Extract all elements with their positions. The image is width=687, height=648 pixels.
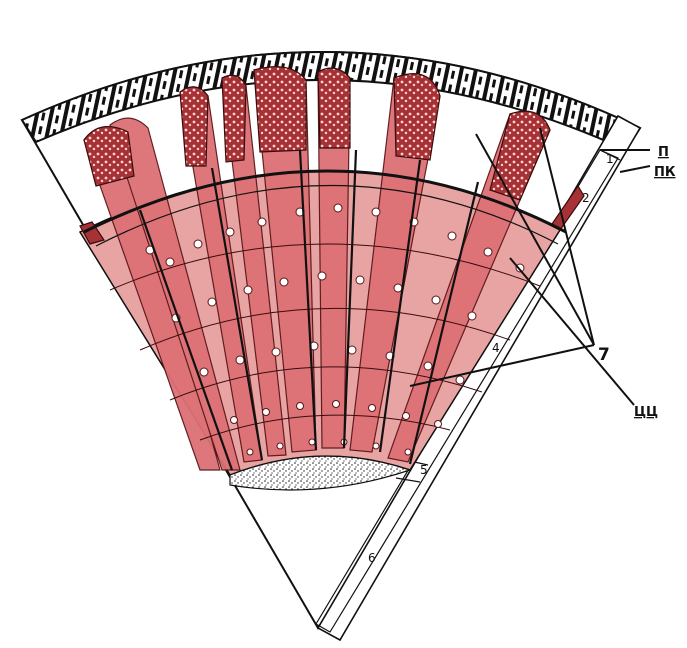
label-5: 5	[420, 463, 428, 477]
label-pk: ПК	[654, 165, 676, 180]
tip-5	[318, 68, 350, 148]
label-2: 2	[582, 191, 590, 205]
label-cc: ЦЦ	[634, 405, 658, 420]
label-p: П	[658, 145, 669, 160]
label-4: 4	[492, 341, 500, 355]
label-6: 6	[368, 551, 376, 565]
tip-3	[222, 75, 246, 162]
label-1: 1	[606, 152, 614, 166]
label-7: 7	[598, 345, 610, 365]
tip-4	[254, 67, 306, 152]
